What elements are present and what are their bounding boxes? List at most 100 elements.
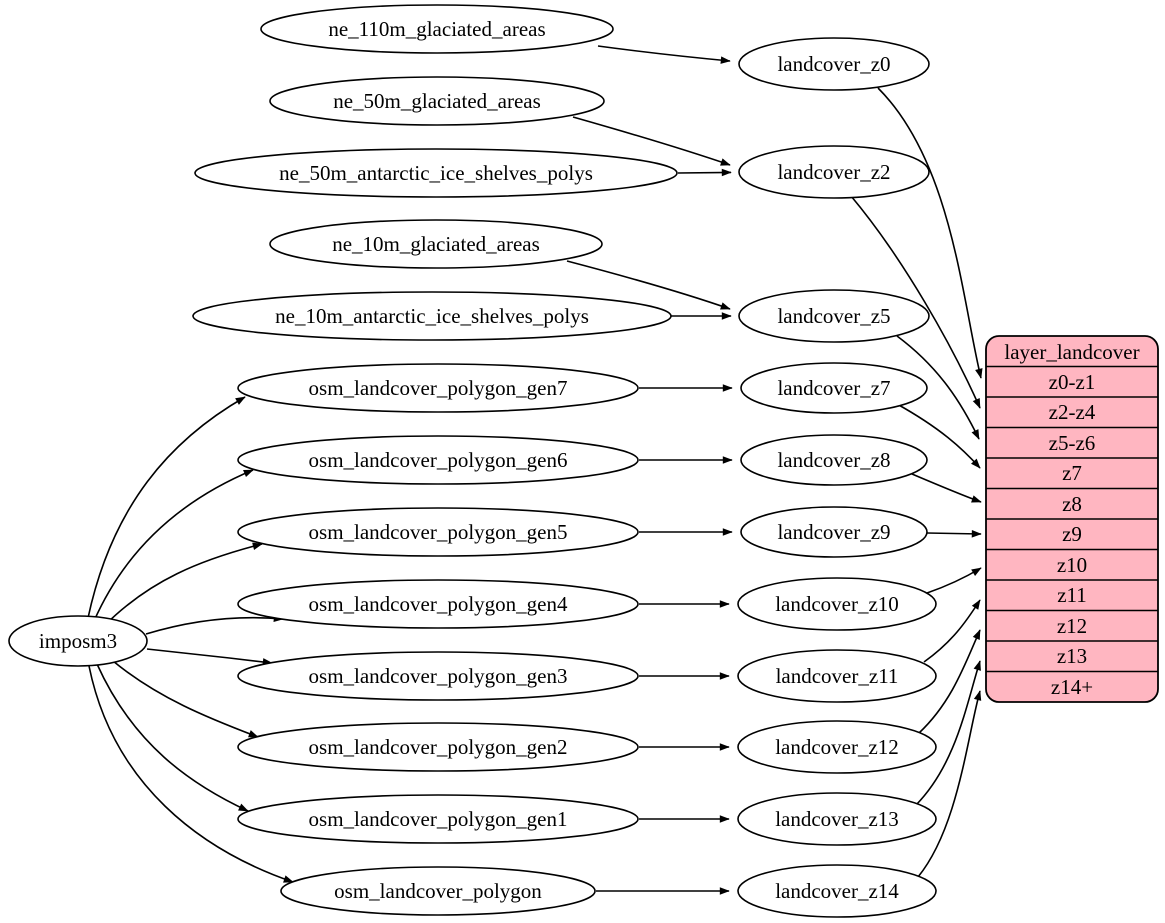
- node-ne-10m-glaciated-areas-label: ne_10m_glaciated_areas: [332, 232, 540, 256]
- edge-imposm3-to-osm-landcover-polygon-gen7: [87, 396, 246, 619]
- node-landcover-z10-label: landcover_z10: [775, 592, 899, 616]
- node-landcover-z8-label: landcover_z8: [777, 448, 890, 472]
- node-landcover-z7-shape: [740, 362, 928, 414]
- edge-landcover-z7-to-field-z7: [896, 403, 981, 469]
- node-ne-110m-glaciated-areas-shape: [260, 4, 614, 54]
- node-landcover-z0: landcover_z0: [738, 37, 930, 91]
- node-ne-10m-glaciated-areas-shape: [269, 219, 603, 269]
- table-field-z10: z10: [1057, 553, 1087, 577]
- node-osm-landcover-polygon-gen6-label: osm_landcover_polygon_gen6: [309, 448, 568, 472]
- node-osm-landcover-polygon-gen4-label: osm_landcover_polygon_gen4: [309, 592, 568, 616]
- node-osm-landcover-polygon-label: osm_landcover_polygon: [334, 879, 542, 903]
- node-landcover-z11-shape: [737, 649, 937, 703]
- edge-imposm3-to-osm-landcover-polygon: [88, 665, 294, 883]
- table-field-z9: z9: [1062, 522, 1082, 546]
- node-landcover-z12-shape: [737, 720, 937, 774]
- node-ne-10m-antarctic-ice-shelves-polys: ne_10m_antarctic_ice_shelves_polys: [192, 291, 672, 341]
- node-osm-landcover-polygon-gen5-label: osm_landcover_polygon_gen5: [309, 520, 568, 544]
- node-osm-landcover-polygon-shape: [280, 866, 596, 916]
- node-osm-landcover-polygon-gen3-label: osm_landcover_polygon_gen3: [309, 664, 568, 688]
- node-landcover-z8: landcover_z8: [740, 434, 928, 486]
- node-landcover-z0-shape: [738, 37, 930, 91]
- node-landcover-z13-label: landcover_z13: [775, 807, 899, 831]
- edge-landcover-z9-to-field-z9: [926, 530, 982, 538]
- table-layer-landcover: layer_landcover z0-z1 z2-z4 z5-z6 z7 z8 …: [985, 335, 1159, 703]
- node-osm-landcover-polygon-gen7: osm_landcover_polygon_gen7: [237, 363, 639, 413]
- node-osm-landcover-polygon-gen7-shape: [237, 363, 639, 413]
- edge-imposm3-to-osm-landcover-polygon-gen2: [112, 660, 259, 738]
- node-landcover-z13-shape: [737, 792, 937, 846]
- node-osm-landcover-polygon-gen2-label: osm_landcover_polygon_gen2: [309, 735, 568, 759]
- node-ne-110m-glaciated-areas: ne_110m_glaciated_areas: [260, 4, 614, 54]
- node-landcover-z5-label: landcover_z5: [777, 304, 890, 328]
- node-landcover-z7: landcover_z7: [740, 362, 928, 414]
- node-landcover-z9: landcover_z9: [740, 506, 928, 558]
- node-osm-landcover-polygon-gen1: osm_landcover_polygon_gen1: [237, 794, 639, 844]
- node-osm-landcover-polygon: osm_landcover_polygon: [280, 866, 596, 916]
- table-field-z5-z6: z5-z6: [1049, 431, 1096, 455]
- table-field-z2-z4: z2-z4: [1049, 400, 1096, 424]
- node-landcover-z0-label: landcover_z0: [777, 52, 890, 76]
- node-osm-landcover-polygon-gen3: osm_landcover_polygon_gen3: [237, 651, 639, 701]
- node-landcover-z12-label: landcover_z12: [775, 735, 899, 759]
- node-ne-50m-glaciated-areas-shape: [269, 76, 605, 126]
- edge-landcover-z13-to-field-z13: [915, 660, 981, 806]
- edge-landcover-z2-to-field-z2-z4: [850, 195, 981, 409]
- edge-landcover-z11-to-field-z11: [923, 599, 981, 663]
- node-landcover-z14: landcover_z14: [737, 864, 937, 918]
- node-ne-10m-glaciated-areas: ne_10m_glaciated_areas: [269, 219, 603, 269]
- edge-ne-50m-glaciated-areas-to-landcover-z2: [572, 116, 731, 166]
- node-landcover-z8-shape: [740, 434, 928, 486]
- edge-landcover-z12-to-field-z12: [918, 629, 981, 734]
- node-ne-50m-antarctic-ice-shelves-polys-shape: [194, 148, 678, 198]
- node-landcover-z14-shape: [737, 864, 937, 918]
- node-landcover-z11-label: landcover_z11: [776, 664, 899, 688]
- node-imposm3: imposm3: [8, 615, 148, 667]
- table-field-z8: z8: [1062, 492, 1082, 516]
- table-field-z7: z7: [1062, 461, 1082, 485]
- node-ne-10m-antarctic-ice-shelves-polys-shape: [192, 291, 672, 341]
- edge-ne-110m-glaciated-areas-to-landcover-z0: [597, 45, 731, 64]
- edge-ne-10m-glaciated-areas-to-landcover-z5: [566, 260, 731, 310]
- edge-imposm3-to-osm-landcover-polygon-gen6: [93, 469, 254, 622]
- node-osm-landcover-polygon-gen5: osm_landcover_polygon_gen5: [237, 507, 639, 557]
- node-landcover-z9-shape: [740, 506, 928, 558]
- node-osm-landcover-polygon-gen4-shape: [237, 579, 639, 629]
- node-landcover-z7-label: landcover_z7: [777, 376, 890, 400]
- node-landcover-z2-shape: [738, 145, 930, 199]
- table-field-z14plus: z14+: [1051, 675, 1093, 699]
- node-ne-50m-antarctic-ice-shelves-polys-label: ne_50m_antarctic_ice_shelves_polys: [279, 161, 593, 185]
- node-landcover-z14-label: landcover_z14: [775, 879, 899, 903]
- table-field-z11: z11: [1057, 583, 1087, 607]
- node-osm-landcover-polygon-gen2: osm_landcover_polygon_gen2: [237, 722, 639, 772]
- node-ne-50m-antarctic-ice-shelves-polys: ne_50m_antarctic_ice_shelves_polys: [194, 148, 678, 198]
- edge-landcover-z0-to-field-z0-z1: [877, 87, 983, 379]
- node-landcover-z5-shape: [738, 289, 930, 343]
- node-osm-landcover-polygon-gen7-label: osm_landcover_polygon_gen7: [309, 376, 568, 400]
- edge-landcover-z5-to-field-z5-z6: [896, 335, 980, 440]
- table-field-z0-z1: z0-z1: [1049, 370, 1096, 394]
- edges: [87, 45, 983, 895]
- node-osm-landcover-polygon-gen1-label: osm_landcover_polygon_gen1: [309, 807, 568, 831]
- edge-imposm3-to-osm-landcover-polygon-gen4: [145, 614, 284, 635]
- node-landcover-z2: landcover_z2: [738, 145, 930, 199]
- node-landcover-z9-label: landcover_z9: [777, 520, 890, 544]
- edge-landcover-z10-to-field-z10: [926, 567, 982, 594]
- node-landcover-z2-label: landcover_z2: [777, 160, 890, 184]
- node-landcover-z10: landcover_z10: [737, 577, 937, 631]
- edge-landcover-z14-to-field-z14plus: [917, 690, 982, 878]
- node-landcover-z12: landcover_z12: [737, 720, 937, 774]
- node-landcover-z10-shape: [737, 577, 937, 631]
- edge-imposm3-to-osm-landcover-polygon-gen5: [103, 542, 263, 627]
- node-imposm3-shape: [8, 615, 148, 667]
- edge-landcover-z8-to-field-z8: [911, 473, 982, 503]
- node-osm-landcover-polygon-gen4: osm_landcover_polygon_gen4: [237, 579, 639, 629]
- node-osm-landcover-polygon-gen2-shape: [237, 722, 639, 772]
- edge-imposm3-to-osm-landcover-polygon-gen3: [146, 648, 273, 666]
- table-field-z13: z13: [1057, 644, 1087, 668]
- node-osm-landcover-polygon-gen6: osm_landcover_polygon_gen6: [237, 435, 639, 485]
- node-osm-landcover-polygon-gen6-shape: [237, 435, 639, 485]
- node-osm-landcover-polygon-gen5-shape: [237, 507, 639, 557]
- node-landcover-z5: landcover_z5: [738, 289, 930, 343]
